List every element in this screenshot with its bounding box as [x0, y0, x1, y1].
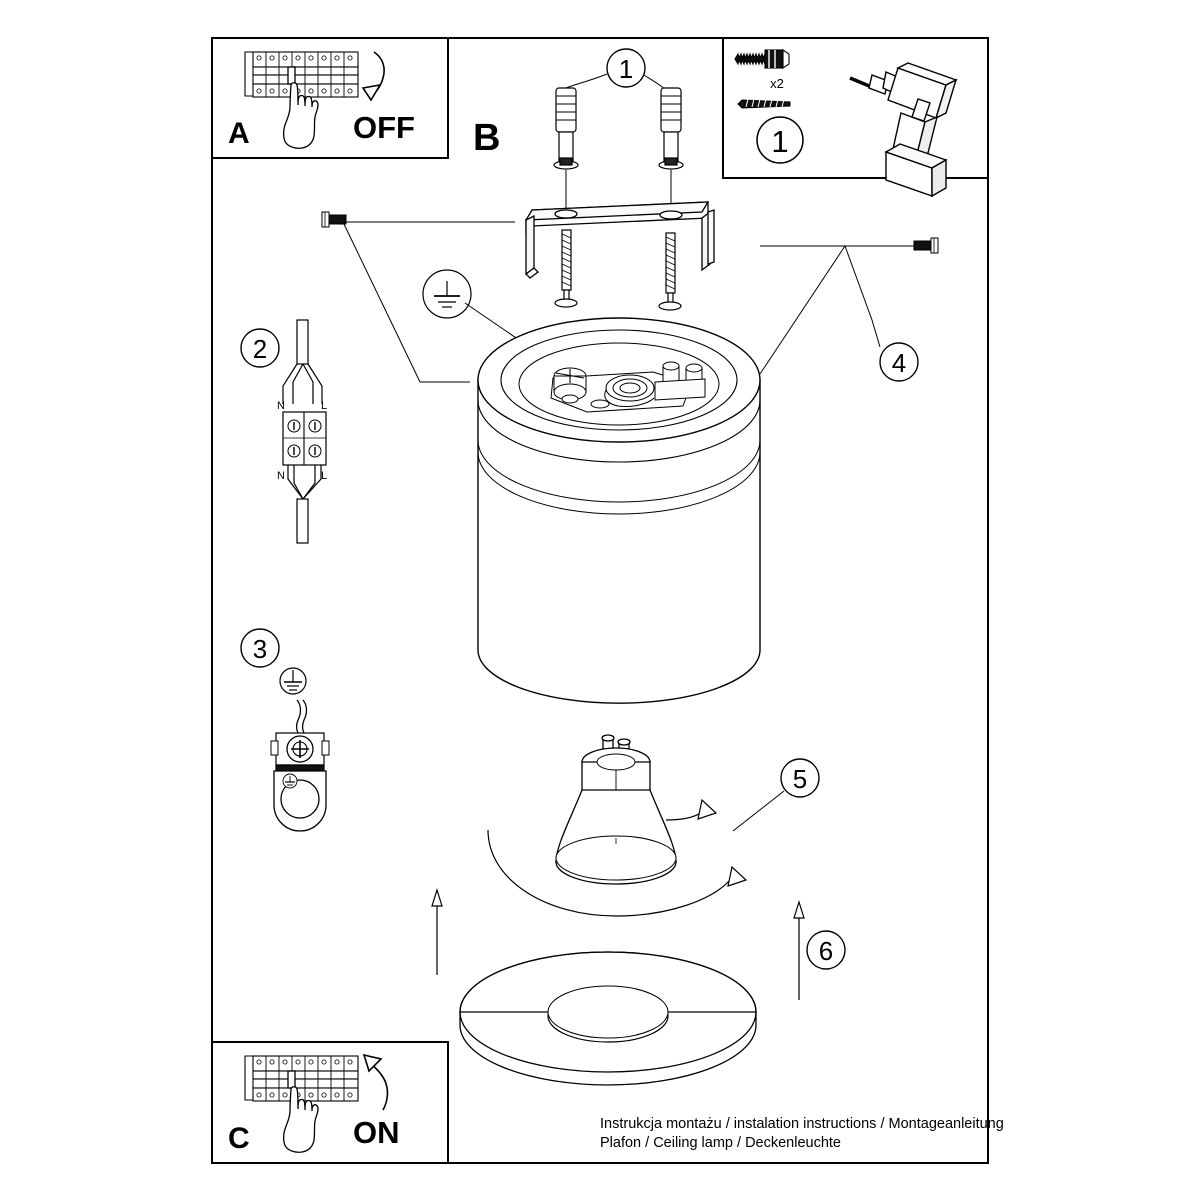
lamp-internal-terminal-block: [550, 361, 706, 413]
callout-3-number: 3: [253, 634, 267, 664]
up-arrow-left: [431, 887, 443, 975]
earth-ground-symbol: [279, 667, 307, 695]
callout-2-number: 2: [253, 334, 267, 364]
wall-plug-icon: [734, 48, 790, 70]
caption-line-1: Instrukcja montażu / instalation instruc…: [600, 1116, 1004, 1132]
panel-c-action-label: ON: [353, 1115, 400, 1150]
callout-parts-step-1-number: 1: [771, 124, 788, 159]
callout-4-number: 4: [892, 348, 906, 378]
screw-icon: [737, 98, 791, 109]
callout-1: 1: [606, 48, 646, 88]
mounting-bracket: [524, 201, 715, 279]
step-2-wiring-diagram: 2 N L N L: [240, 319, 327, 544]
earth-ground-symbol-callout: [422, 269, 472, 319]
panel-c: C ON: [211, 1041, 449, 1164]
wall-plug-right: [658, 87, 684, 170]
hand-pointing-icon: [282, 1086, 319, 1153]
set-screw-left: [321, 211, 347, 228]
circuit-breaker-panel-icon: [244, 1055, 359, 1102]
label-neutral-bottom: N: [277, 470, 285, 482]
callout-1-number: 1: [619, 54, 633, 84]
main-frame-border: [211, 37, 989, 1164]
curved-arrow-up-icon: [362, 1053, 389, 1111]
label-live-bottom: L: [321, 470, 327, 482]
panel-a-letter: A: [228, 117, 250, 150]
step-6-decor-ring: [459, 951, 757, 1086]
callout-2: 2: [240, 328, 280, 368]
circuit-breaker-panel-icon: [244, 51, 359, 98]
power-drill-icon: [849, 62, 958, 198]
callout-6: 6: [806, 930, 846, 970]
mounting-screw-right: [658, 232, 682, 311]
earth-screw-terminal: [270, 732, 330, 832]
callout-4: 4: [879, 342, 919, 382]
label-neutral-top: N: [277, 400, 285, 412]
mounting-screw-left: [554, 229, 578, 308]
panel-b-letter: B: [473, 117, 500, 159]
caption-line-2: Plafon / Ceiling lamp / Deckenleuchte: [600, 1135, 841, 1151]
callout-6-number: 6: [819, 936, 833, 966]
set-screw-right: [913, 237, 939, 254]
hand-pointing-icon: [282, 82, 319, 149]
callout-5: 5: [780, 758, 820, 798]
callout-parts-step-1: 1: [756, 116, 804, 164]
parts-quantity-label: x2: [770, 76, 784, 91]
panel-a-action-label: OFF: [353, 110, 415, 145]
curved-arrow-down-icon: [361, 51, 385, 102]
step-5-bulb: [555, 734, 677, 885]
panel-c-letter: C: [228, 1122, 250, 1155]
step-3-earth-connection: 3: [240, 628, 330, 832]
callout-3: 3: [240, 628, 280, 668]
panel-parts: x2 1: [722, 37, 989, 198]
wall-plug-left: [553, 87, 579, 170]
callout-5-number: 5: [793, 764, 807, 794]
terminal-block: [282, 411, 327, 466]
up-arrow-right: [793, 899, 805, 1000]
rotation-arrow-step5: [487, 798, 748, 917]
panel-a: A OFF: [211, 37, 449, 159]
label-live-top: L: [321, 400, 327, 412]
